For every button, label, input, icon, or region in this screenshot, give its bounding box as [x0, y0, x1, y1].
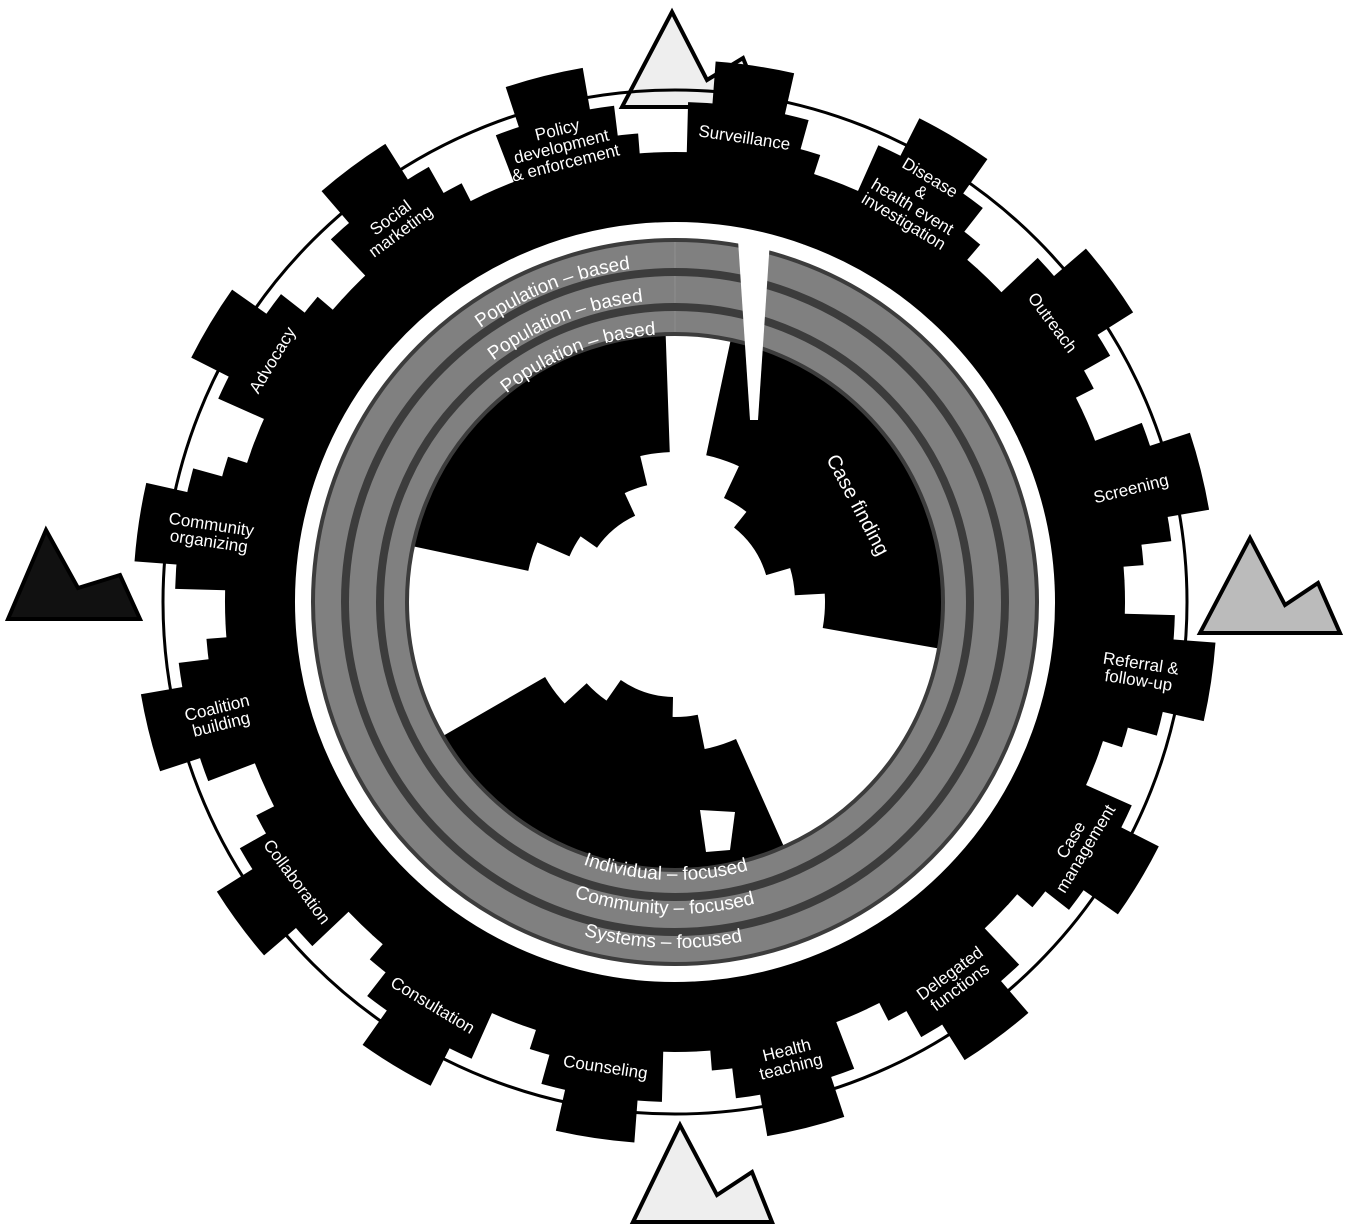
bottom-gap [700, 810, 735, 852]
mountain-bottom-icon [633, 1125, 772, 1222]
block-coalition-building-shoulder [206, 636, 249, 668]
intervention-blocks [135, 62, 1216, 1143]
mountain-right-icon [1200, 538, 1340, 633]
block-screening-shoulder [1101, 537, 1144, 569]
block-health-teaching-shoulder [709, 1028, 741, 1071]
mountain-left-icon [8, 530, 140, 619]
